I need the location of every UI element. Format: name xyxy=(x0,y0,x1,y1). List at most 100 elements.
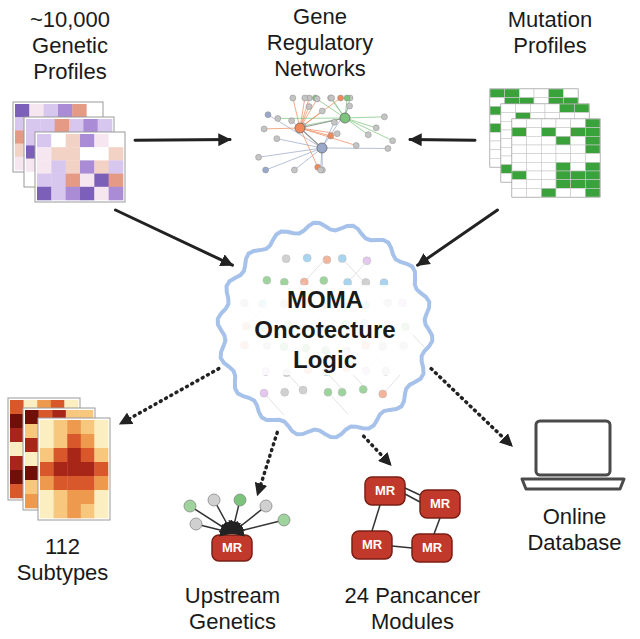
grid-cell xyxy=(556,180,571,189)
grid-cell xyxy=(527,154,542,163)
mutation-grid xyxy=(490,89,600,197)
solid-arrow xyxy=(135,138,230,142)
network-edge xyxy=(300,128,318,167)
heatmap-cell xyxy=(54,448,68,462)
heatmap-cell xyxy=(87,104,102,118)
grid-cell xyxy=(560,104,575,113)
grid-cell xyxy=(549,89,564,98)
grid-cell xyxy=(541,162,556,171)
gene-node xyxy=(260,500,272,512)
panel-label: 24 Pancancer Modules xyxy=(340,583,485,635)
dotted-arrow xyxy=(258,432,278,495)
panel-label: ~10,000 Genetic Profiles xyxy=(8,7,133,85)
grid-cell xyxy=(585,119,600,128)
heatmap-tile xyxy=(38,418,110,520)
dotted-arrow xyxy=(431,369,512,446)
heatmap-cell xyxy=(25,424,39,438)
heatmap-cell xyxy=(10,428,24,442)
inner-node xyxy=(303,254,311,262)
upstream-graph xyxy=(184,494,290,561)
heatmap-cell xyxy=(10,456,24,470)
heatmap-cell xyxy=(69,119,84,133)
gene-node xyxy=(278,514,290,526)
inner-node xyxy=(281,388,289,396)
grid-cell xyxy=(571,154,586,163)
network-node xyxy=(381,114,387,120)
heatmap-cell xyxy=(67,490,81,504)
heatmap-cell xyxy=(58,104,73,118)
heatmap-cell xyxy=(80,187,95,201)
network-node xyxy=(291,167,297,173)
grid-cell xyxy=(527,128,542,137)
grid-tile xyxy=(512,119,600,197)
network-node xyxy=(314,96,320,102)
network-node xyxy=(385,145,391,151)
grid-cell xyxy=(534,89,549,98)
heatmap-cell xyxy=(67,434,81,448)
heatmap-cell xyxy=(54,420,68,434)
heatmap-cell xyxy=(37,187,52,201)
heatmap-cell xyxy=(25,494,39,508)
heatmap-cell xyxy=(54,504,68,518)
grid-cell xyxy=(512,171,527,180)
heatmap-cell xyxy=(109,174,124,188)
heatmap-cell xyxy=(94,476,108,490)
laptop-icon xyxy=(522,421,624,489)
core-title: MOMA Oncotecture Logic xyxy=(238,285,413,375)
grid-cell xyxy=(541,180,556,189)
heatmap-cell xyxy=(67,420,81,434)
network-edge xyxy=(300,128,356,146)
mr-box xyxy=(420,490,460,518)
network-node xyxy=(318,167,324,173)
dotted-arrow xyxy=(364,436,391,465)
network-node xyxy=(289,118,295,124)
heatmap-cell xyxy=(72,104,87,118)
network-node xyxy=(390,138,396,144)
heatmap-cell xyxy=(67,462,81,476)
mr-label: MR xyxy=(222,541,242,555)
grid-cell xyxy=(556,128,571,137)
heatmap-cell xyxy=(80,174,95,188)
network-edge xyxy=(345,117,384,118)
grid-cell xyxy=(527,171,542,180)
grid-cell xyxy=(490,89,505,98)
heatmap-cell xyxy=(51,147,66,161)
grid-cell xyxy=(585,136,600,145)
module-link xyxy=(405,494,420,502)
grid-cell xyxy=(512,180,527,189)
network-node xyxy=(274,136,280,142)
network-edge xyxy=(268,115,322,148)
grid-cell xyxy=(512,188,527,197)
mr-label: MR xyxy=(375,484,395,498)
grid-cell xyxy=(556,171,571,180)
gene-node xyxy=(190,518,202,530)
grid-cell xyxy=(541,154,556,163)
grid-cell xyxy=(527,180,542,189)
grid-cell xyxy=(527,162,542,171)
grid-cell xyxy=(541,119,556,128)
network-node xyxy=(328,133,334,139)
laptop-base xyxy=(522,479,624,489)
heatmap-cell xyxy=(37,147,52,161)
inner-edge xyxy=(264,393,284,415)
network-edge xyxy=(322,106,350,148)
heatmap-cell xyxy=(40,490,54,504)
grid-cell xyxy=(527,188,542,197)
inner-node xyxy=(320,277,328,285)
grid-cell xyxy=(541,145,556,154)
grid-cell xyxy=(512,154,527,163)
heatmap-cell xyxy=(81,420,95,434)
grid-cell xyxy=(527,119,542,128)
core-circle: MOMA Oncotecture Logic xyxy=(215,220,435,440)
grid-cell xyxy=(556,136,571,145)
solid-arrow xyxy=(116,210,233,265)
network-graph xyxy=(256,95,396,173)
grid-cell xyxy=(519,89,534,98)
network-node xyxy=(263,167,269,173)
grid-cell xyxy=(527,145,542,154)
network-node xyxy=(365,132,371,138)
grid-cell xyxy=(585,162,600,171)
moma-circle xyxy=(218,223,432,437)
heatmap-cell xyxy=(94,434,108,448)
heatmap-cell xyxy=(81,448,95,462)
